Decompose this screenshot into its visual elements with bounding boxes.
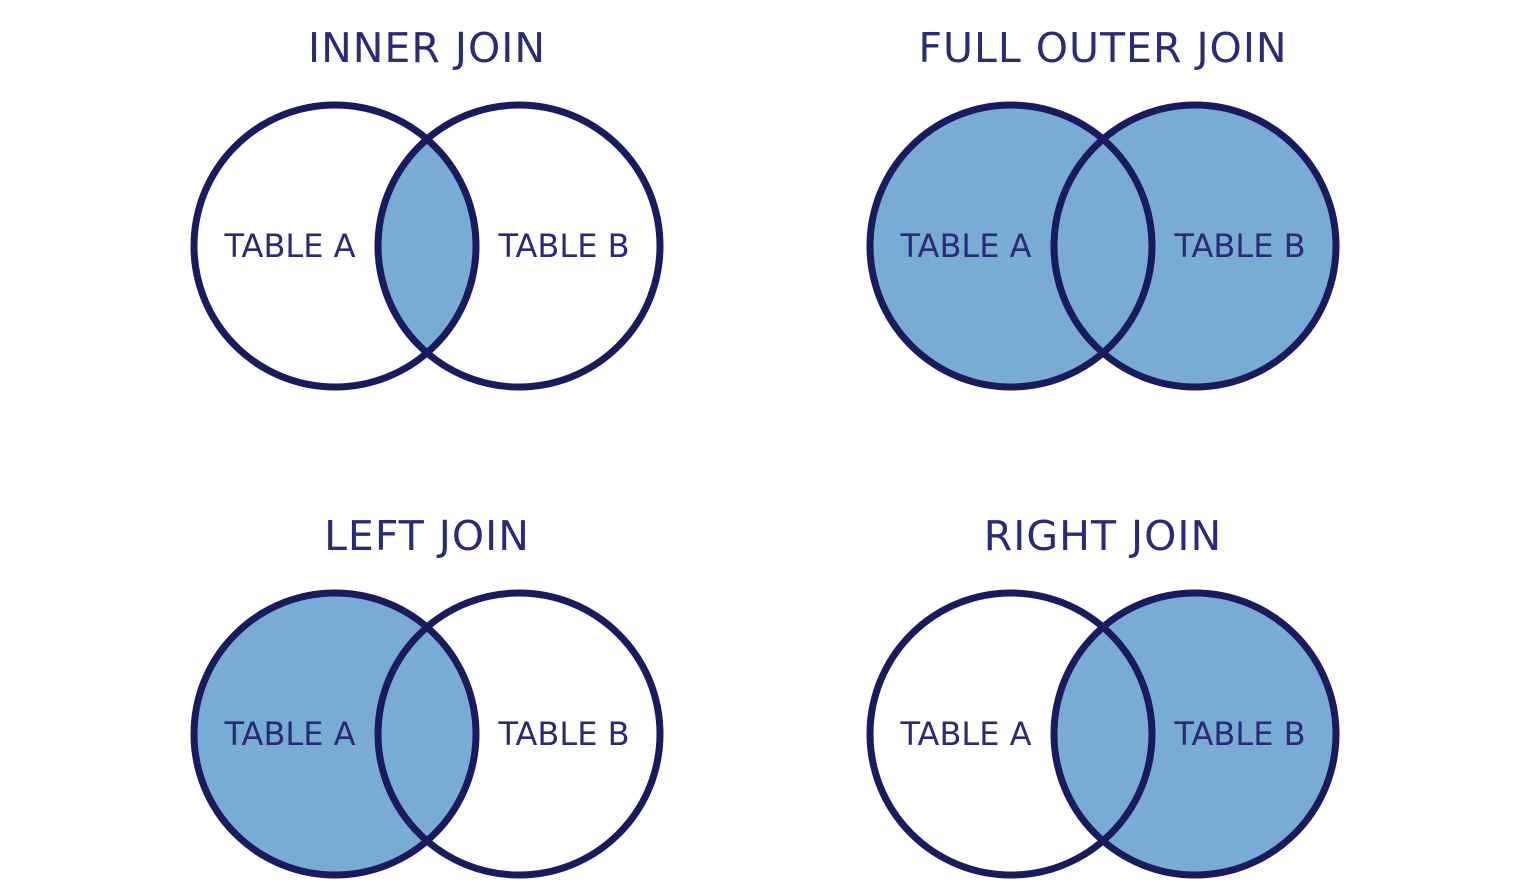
venn-svg-left-join: TABLE A TABLE B: [190, 589, 664, 879]
left-join-title: LEFT JOIN: [324, 512, 530, 560]
venn-svg-full-outer-join: TABLE A TABLE B: [866, 101, 1340, 391]
circle-b-outline-full-outer-join: [1050, 101, 1340, 391]
intersection-fill-inner-join: [378, 105, 476, 387]
venn-svg-right-join: TABLE A TABLE B: [866, 589, 1340, 879]
circle-a-outline-inner-join: [190, 101, 480, 391]
circle-b-outline-right-join: [1050, 589, 1340, 879]
right-join-title: RIGHT JOIN: [983, 512, 1223, 560]
venn-svg-inner-join: TABLE A TABLE B: [190, 101, 664, 391]
circle-b-outline-left-join: [374, 589, 664, 879]
table-b-label-full-outer-join: TABLE B: [1173, 227, 1305, 265]
circle-a-outline-full-outer-join: [866, 101, 1156, 391]
table-a-label-full-outer-join: TABLE A: [899, 227, 1031, 265]
inner-join-title: INNER JOIN: [308, 24, 546, 72]
full-outer-join-venn: TABLE A TABLE B: [863, 98, 1343, 394]
circle-b-outline-inner-join: [374, 101, 664, 391]
circle-a-outline-right-join: [866, 589, 1156, 879]
left-join-venn: TABLE A TABLE B: [187, 586, 667, 882]
table-a-label-right-join: TABLE A: [899, 715, 1031, 753]
table-a-label-inner-join: TABLE A: [223, 227, 355, 265]
table-b-label-right-join: TABLE B: [1173, 715, 1305, 753]
inner-join-venn: TABLE A TABLE B: [187, 98, 667, 394]
circle-b-fill-right-join: [1054, 593, 1336, 875]
panel-full-outer-join: FULL OUTER JOIN TABLE A TABLE B: [863, 24, 1343, 408]
circle-b-fill-full-outer-join: [1054, 105, 1336, 387]
circle-a-fill-left-join: [194, 593, 476, 875]
table-b-label-left-join: TABLE B: [497, 715, 629, 753]
table-a-label-left-join: TABLE A: [223, 715, 355, 753]
panel-right-join: RIGHT JOIN TABLE A TABLE B: [863, 512, 1343, 896]
right-join-venn: TABLE A TABLE B: [863, 586, 1343, 882]
table-b-label-inner-join: TABLE B: [497, 227, 629, 265]
panel-left-join: LEFT JOIN TABLE A TABLE B: [187, 512, 667, 896]
full-outer-join-title: FULL OUTER JOIN: [918, 24, 1288, 72]
circle-a-outline-left-join: [190, 589, 480, 879]
panel-inner-join: INNER JOIN TABLE A TABLE B: [187, 24, 667, 408]
